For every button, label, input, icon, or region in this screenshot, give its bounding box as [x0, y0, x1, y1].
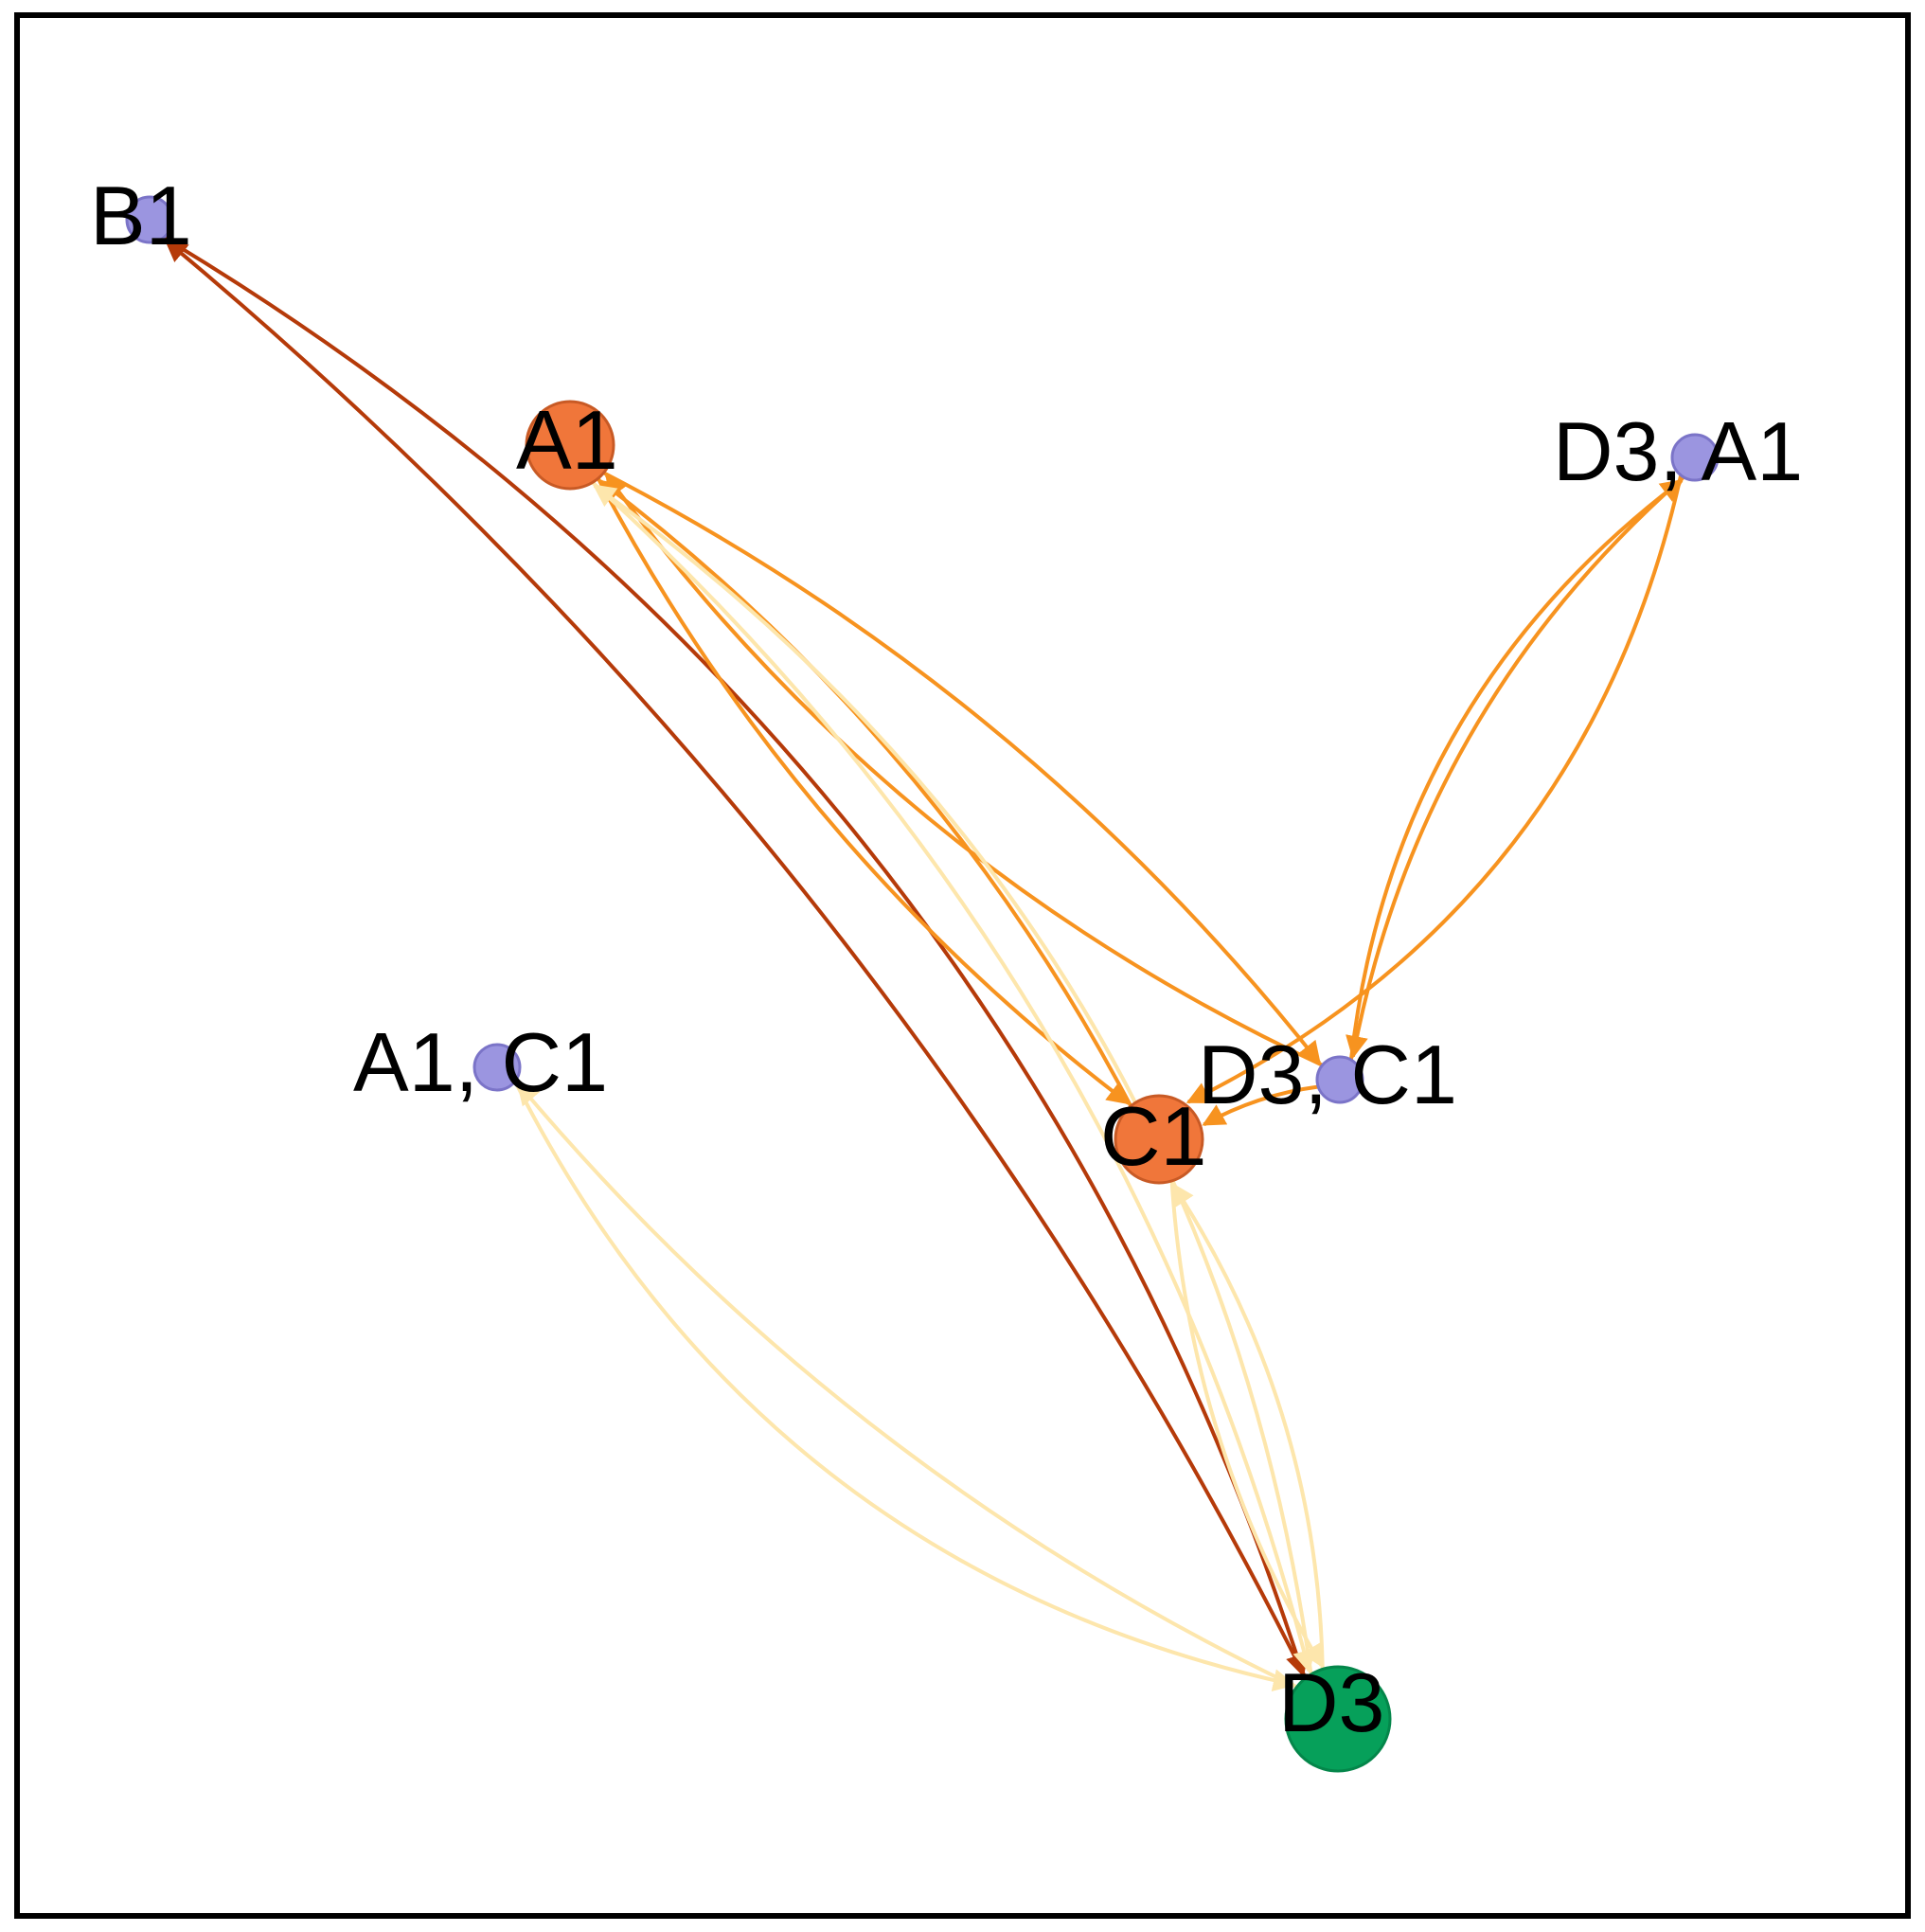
- frame-border: [14, 12, 1911, 1919]
- node-d3: [1284, 1665, 1392, 1773]
- edge-d3c1-to-d3a1: [1348, 478, 1684, 1061]
- edge-a1-to-d3c1: [602, 471, 1321, 1065]
- edge-a1c1-to-d3: [513, 1080, 1296, 1691]
- edges-layer: [162, 236, 1685, 1691]
- node-label-d3c1: D3, C1: [1198, 1028, 1457, 1121]
- edge-d3a1-to-d3c1: [1346, 475, 1685, 1060]
- edge-b1-to-d3: [162, 236, 1309, 1678]
- node-d3a1: [1670, 433, 1720, 482]
- node-label-d3: D3: [1278, 1655, 1385, 1749]
- node-d3c1: [1315, 1055, 1364, 1104]
- edge-d3-to-a1c1: [516, 1082, 1298, 1690]
- edge-d3c1-to-a1: [604, 473, 1324, 1067]
- nodes-layer: [125, 195, 1720, 1773]
- edge-c1-to-d3: [1169, 1180, 1324, 1668]
- edge-a1-to-d3: [591, 480, 1315, 1673]
- node-a1: [525, 400, 615, 491]
- edge-d3-to-c1: [1171, 1182, 1325, 1670]
- node-label-c1: C1: [1100, 1089, 1207, 1183]
- edge-a1-to-c1: [596, 477, 1131, 1105]
- node-a1c1: [472, 1043, 522, 1092]
- edge-c1-to-a1: [598, 479, 1133, 1107]
- node-label-d3a1: D3, A1: [1553, 404, 1803, 498]
- edge-d3-to-a1: [592, 484, 1313, 1675]
- edge-d3c1-to-c1: [1202, 1084, 1319, 1127]
- edge-d3-to-b1: [164, 239, 1308, 1679]
- node-label-b1: B1: [90, 169, 192, 262]
- edge-d3a1-to-c1: [1185, 474, 1684, 1104]
- node-b1: [125, 195, 174, 244]
- node-label-a1: A1: [516, 393, 618, 487]
- node-label-a1c1: A1, C1: [353, 1015, 608, 1109]
- node-c1: [1114, 1094, 1204, 1185]
